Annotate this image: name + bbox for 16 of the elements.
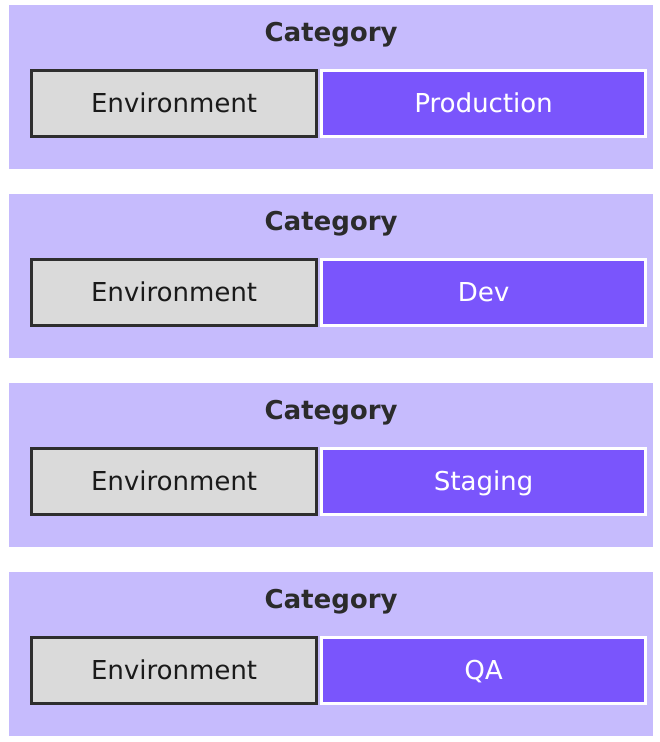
category-panel <box>9 5 653 169</box>
key-cell: Environment <box>30 69 318 138</box>
category-panel <box>9 194 653 358</box>
value-cell: Dev <box>320 258 647 327</box>
panel-heading: Category <box>264 18 398 48</box>
key-cell: Environment <box>30 258 318 327</box>
key-cell: Environment <box>30 447 318 516</box>
key-cell: Environment <box>30 636 318 705</box>
panel-heading: Category <box>264 585 398 615</box>
category-panel <box>9 572 653 736</box>
panel-heading: Category <box>264 207 398 237</box>
value-cell: Production <box>320 69 647 138</box>
value-cell: QA <box>320 636 647 705</box>
value-cell: Staging <box>320 447 647 516</box>
category-panel <box>9 383 653 547</box>
panel-heading: Category <box>264 396 398 426</box>
